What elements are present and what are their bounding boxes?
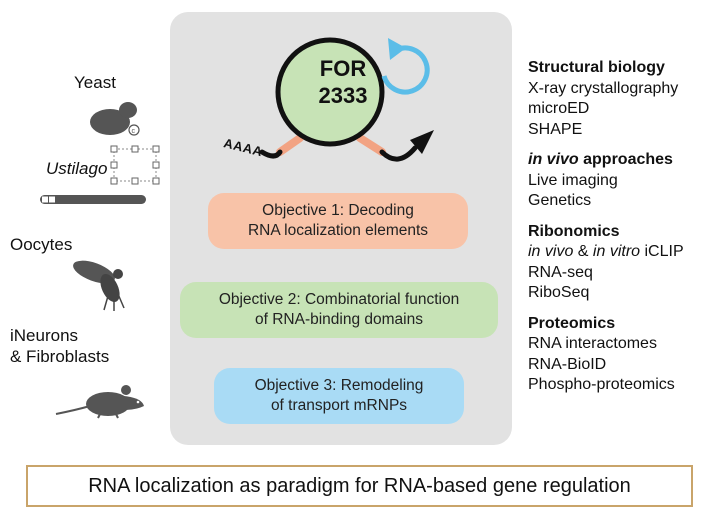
method-item: Live imaging [528, 171, 618, 189]
iclip-amp: & [573, 243, 593, 260]
method-item: X-ray crystallography [528, 79, 679, 97]
section-structural: Structural biology X-ray crystallography… [528, 58, 718, 140]
section-invivo: in vivo approaches Live imaging Genetics [528, 150, 718, 212]
method-item: Genetics [528, 192, 592, 209]
mrna-right [379, 145, 418, 162]
method-item: Phospho-proteomics [528, 376, 675, 393]
for-label-line2: 2333 [318, 83, 368, 108]
section-ribonomics: Ribonomics in vivo & in vitro iCLIP RNA-… [528, 222, 718, 304]
cycle-arrow-icon [381, 38, 430, 95]
objective-3: Objective 3: Remodeling of transport mRN… [214, 368, 464, 424]
svg-text:c: c [132, 128, 136, 135]
ustilago-hypha-icon [40, 195, 146, 204]
objective-2-line2: of RNA-binding domains [254, 311, 423, 328]
objective-3-line2: of transport mRNPs [270, 397, 408, 414]
method-item: RiboSeq [528, 284, 590, 301]
mrna-arrowhead [410, 130, 434, 154]
method-item: RNA-seq [528, 263, 593, 281]
heading-ribonomics: Ribonomics [528, 222, 620, 240]
method-item: RNA interactomes [528, 335, 657, 352]
for-label: FOR 2333 [298, 55, 388, 109]
mrna-illustration [259, 37, 434, 162]
label-ustilago: Ustilago [46, 159, 108, 178]
label-ineurons: iNeurons & Fibroblasts [10, 325, 109, 367]
section-proteomics: Proteomics RNA interactomes RNA-BioID Ph… [528, 314, 718, 396]
for-label-line1: FOR [319, 56, 367, 81]
label-yeast: Yeast [74, 73, 116, 92]
yeast-cell-icon: c [90, 102, 140, 136]
objective-3-line1: Objective 3: Remodeling [254, 377, 424, 394]
iclip-end: iCLIP [640, 243, 684, 260]
heading-invivo-rest: approaches [578, 151, 673, 168]
method-item-iclip: in vivo & in vitro iCLIP [528, 242, 718, 263]
footer-banner: RNA localization as paradigm for RNA-bas… [26, 465, 693, 507]
label-ineurons-line1: iNeurons [10, 326, 79, 345]
label-oocytes: Oocytes [10, 235, 73, 254]
mouse-icon [55, 385, 144, 419]
linker-right [356, 134, 386, 156]
objective-2: Objective 2: Combinatorial function of R… [180, 282, 498, 338]
objective-2-line1: Objective 2: Combinatorial function [218, 291, 460, 308]
fly-icon [73, 260, 125, 311]
footer-text: RNA localization as paradigm for RNA-bas… [88, 474, 631, 497]
method-item: microED [528, 100, 590, 117]
iclip-invitro: in vitro [592, 243, 641, 260]
selection-handles [110, 145, 160, 185]
label-ineurons-line2: & Fibroblasts [10, 347, 110, 366]
heading-structural: Structural biology [528, 59, 665, 76]
heading-proteomics: Proteomics [528, 314, 616, 332]
methods-column: Structural biology X-ray crystallography… [528, 58, 718, 406]
for-circle [275, 37, 385, 147]
mrna-left [259, 149, 283, 159]
method-item: RNA-BioID [528, 355, 607, 373]
objective-1-line1: Objective 1: Decoding [262, 202, 414, 219]
objective-1-line2: RNA localization elements [247, 222, 429, 239]
objective-1: Objective 1: Decoding RNA localization e… [208, 193, 468, 249]
iclip-invivo: in vivo [528, 243, 574, 260]
heading-invivo: in vivo approaches [528, 150, 718, 171]
linker-left [276, 134, 304, 156]
method-item: SHAPE [528, 120, 583, 138]
heading-invivo-italic: in vivo [528, 151, 579, 168]
